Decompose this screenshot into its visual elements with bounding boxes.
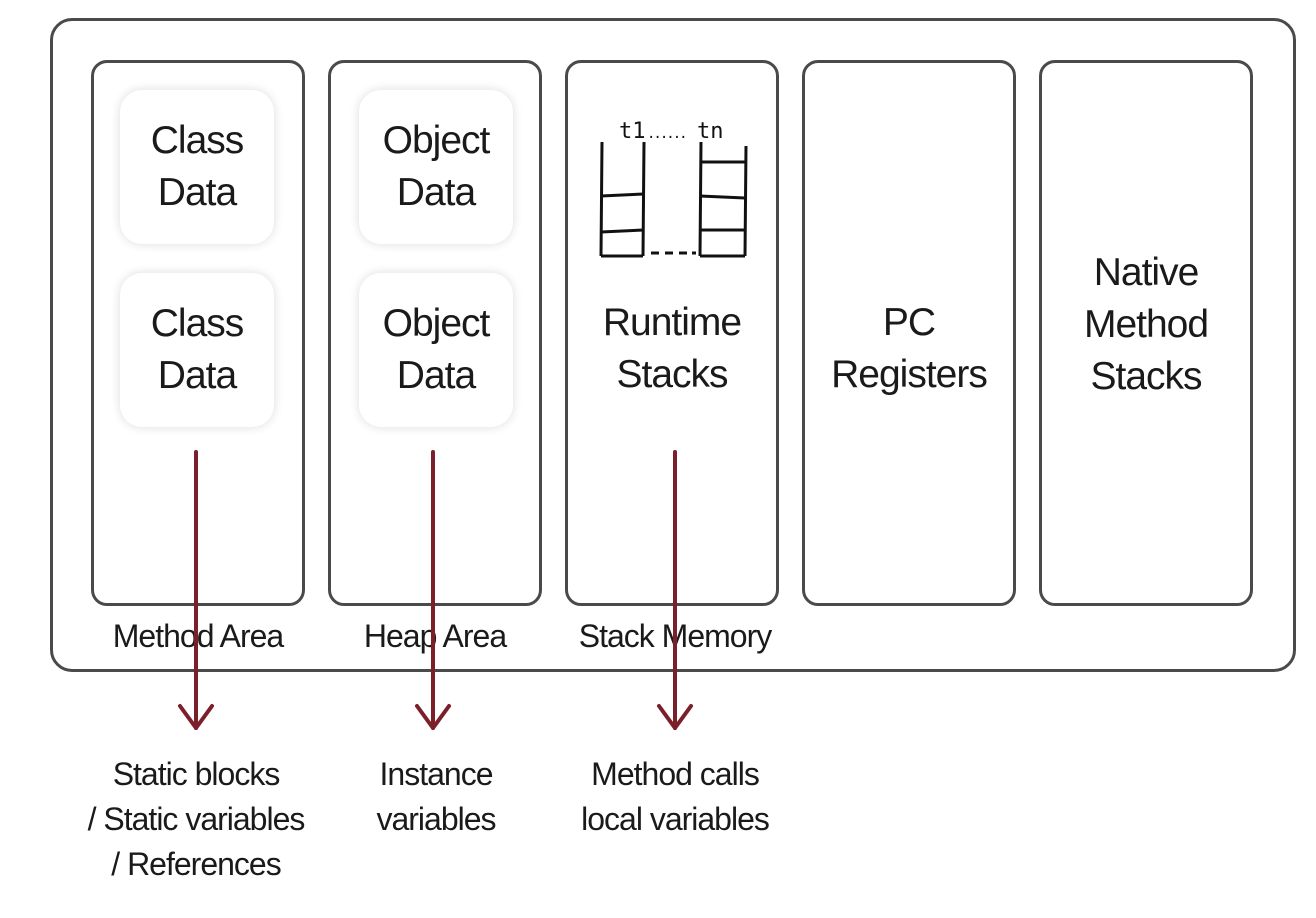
heap-area-caption: Heap Area (363, 618, 507, 654)
native-method-stacks-label: Native Method Stacks (1083, 251, 1209, 398)
method-area-caption: Method Area (112, 618, 284, 654)
method-area-column (91, 60, 305, 606)
object-data-label-1: Object Data (382, 119, 491, 214)
heap-area-note: Instance variables (376, 756, 496, 837)
object-data-card-2: Object Data (359, 273, 513, 427)
stack-memory-note: Method calls local variables (581, 756, 770, 837)
method-area-note: Static blocks / Static variables / Refer… (87, 756, 306, 882)
object-data-card-1: Object Data (359, 90, 513, 244)
class-data-label-1: Class Data (150, 119, 245, 214)
pc-registers-column: PC Registers (802, 60, 1016, 606)
thread-stacks-icon: t1 ...... tn (599, 119, 748, 258)
heap-area-column (328, 60, 542, 606)
pc-registers-label: PC Registers (831, 301, 988, 396)
thread-end-label: tn (697, 119, 724, 144)
class-data-card-1: Class Data (120, 90, 274, 244)
thread-dots-label: ...... (647, 126, 686, 142)
object-data-label-2: Object Data (382, 302, 491, 397)
stack-memory-column: Runtime Stacks (565, 60, 779, 606)
native-method-stacks-column: Native Method Stacks (1039, 60, 1253, 606)
class-data-card-2: Class Data (120, 273, 274, 427)
class-data-label-2: Class Data (150, 302, 245, 397)
stack-memory-caption: Stack Memory (578, 618, 772, 654)
thread-start-label: t1 (619, 119, 646, 144)
runtime-stacks-label: Runtime Stacks (602, 301, 742, 396)
